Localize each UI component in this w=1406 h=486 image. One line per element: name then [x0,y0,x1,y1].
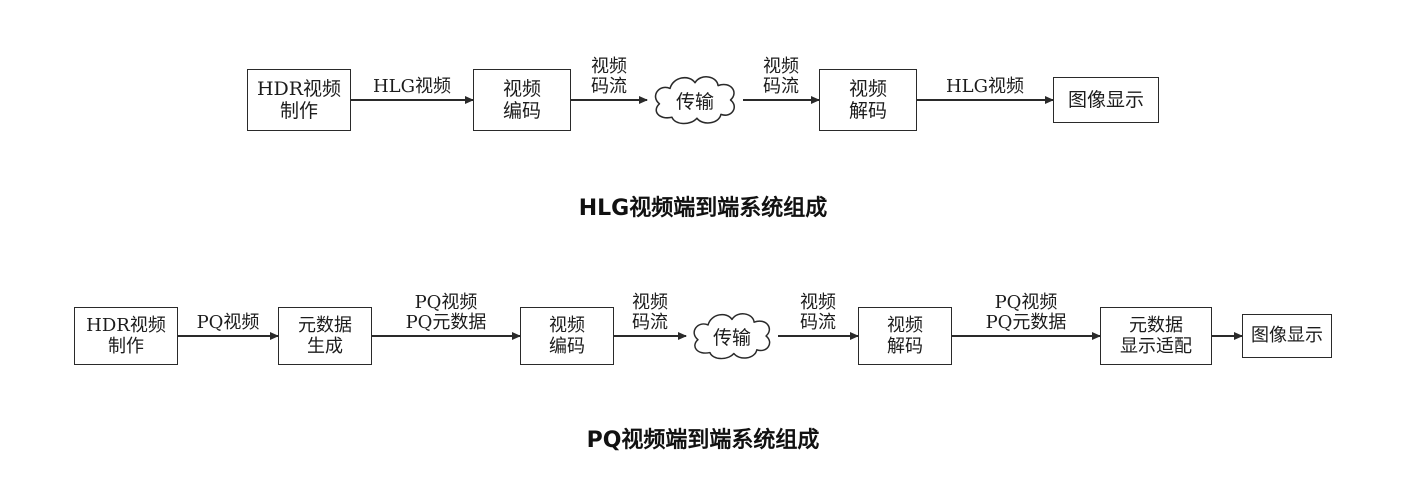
hlg-diagram: HDR视频 制作 HLG视频 视频 编码 视频 码流 传输 视频 码流 视频 [247,0,1159,222]
arrow-line [1212,335,1242,337]
pq-diagram-caption: PQ视频端到端系统组成 [586,428,820,453]
arrow-line [178,335,278,337]
pq-box-metadata-generation: 元数据 生成 [278,307,372,365]
hlg-arrow-bitstream-2: 视频 码流 [743,44,819,156]
arrow-line [351,99,473,101]
arrow-line [571,99,647,101]
arrow-line [917,99,1053,101]
hlg-arrow-bitstream-1: 视频 码流 [571,44,647,156]
cloud-icon [654,76,735,125]
pq-arrow-2-label: PQ视频 PQ元数据 [405,291,487,333]
hlg-arrow-1-label: HLG视频 [372,75,452,97]
hlg-cloud-label: 传输 [675,90,714,113]
pq-diagram: HDR视频 制作 PQ视频 元数据 生成 PQ视频 PQ元数据 视频 编码 视频… [74,222,1332,454]
cloud-icon [693,313,771,360]
arrow-line [778,335,858,337]
arrow-line [372,335,520,337]
pq-arrow-1-label: PQ视频 [196,311,260,333]
pq-arrow-pq-video-metadata-2: PQ视频 PQ元数据 [952,280,1100,392]
pq-box-metadata-display-adaptation: 元数据 显示适配 [1100,307,1212,365]
arrow-line [952,335,1100,337]
arrow-line [743,99,819,101]
hlg-flow-row: HDR视频 制作 HLG视频 视频 编码 视频 码流 传输 视频 码流 视频 [247,44,1159,156]
hlg-diagram-caption: HLG视频端到端系统组成 [578,196,828,221]
pq-arrow-pq-video-1: PQ视频 [178,280,278,392]
hlg-box-hdr-production: HDR视频 制作 [247,69,351,131]
pq-box-video-encode: 视频 编码 [520,307,614,365]
pq-arrow-3-label: 视频 码流 [632,291,668,333]
hlg-arrow-2-label: 视频 码流 [591,55,627,97]
pq-cloud-label: 传输 [712,326,751,349]
pq-arrow-bitstream-2: 视频 码流 [778,280,858,392]
hlg-box-image-display: 图像显示 [1053,77,1159,123]
pq-arrow-pq-video-metadata-1: PQ视频 PQ元数据 [372,280,520,392]
pq-arrow-bitstream-1: 视频 码流 [614,280,686,392]
pq-arrow-4-label: 视频 码流 [800,291,836,333]
pq-arrow-5-label: PQ视频 PQ元数据 [985,291,1067,333]
hlg-box-video-decode: 视频 解码 [819,69,917,131]
pq-box-hdr-production: HDR视频 制作 [74,307,178,365]
pq-box-image-display: 图像显示 [1242,314,1332,358]
pq-flow-row: HDR视频 制作 PQ视频 元数据 生成 PQ视频 PQ元数据 视频 编码 视频… [74,280,1332,392]
hlg-arrow-4-label: HLG视频 [945,75,1025,97]
hlg-arrow-3-label: 视频 码流 [763,55,799,97]
hlg-transmission-cloud: 传输 [647,66,743,134]
pq-transmission-cloud: 传输 [686,304,778,368]
hlg-arrow-hlg-video-2: HLG视频 [917,44,1053,156]
hlg-arrow-hlg-video-1: HLG视频 [351,44,473,156]
pq-arrow-to-display [1212,280,1242,392]
hlg-box-video-encode: 视频 编码 [473,69,571,131]
arrow-line [614,335,686,337]
pq-box-video-decode: 视频 解码 [858,307,952,365]
